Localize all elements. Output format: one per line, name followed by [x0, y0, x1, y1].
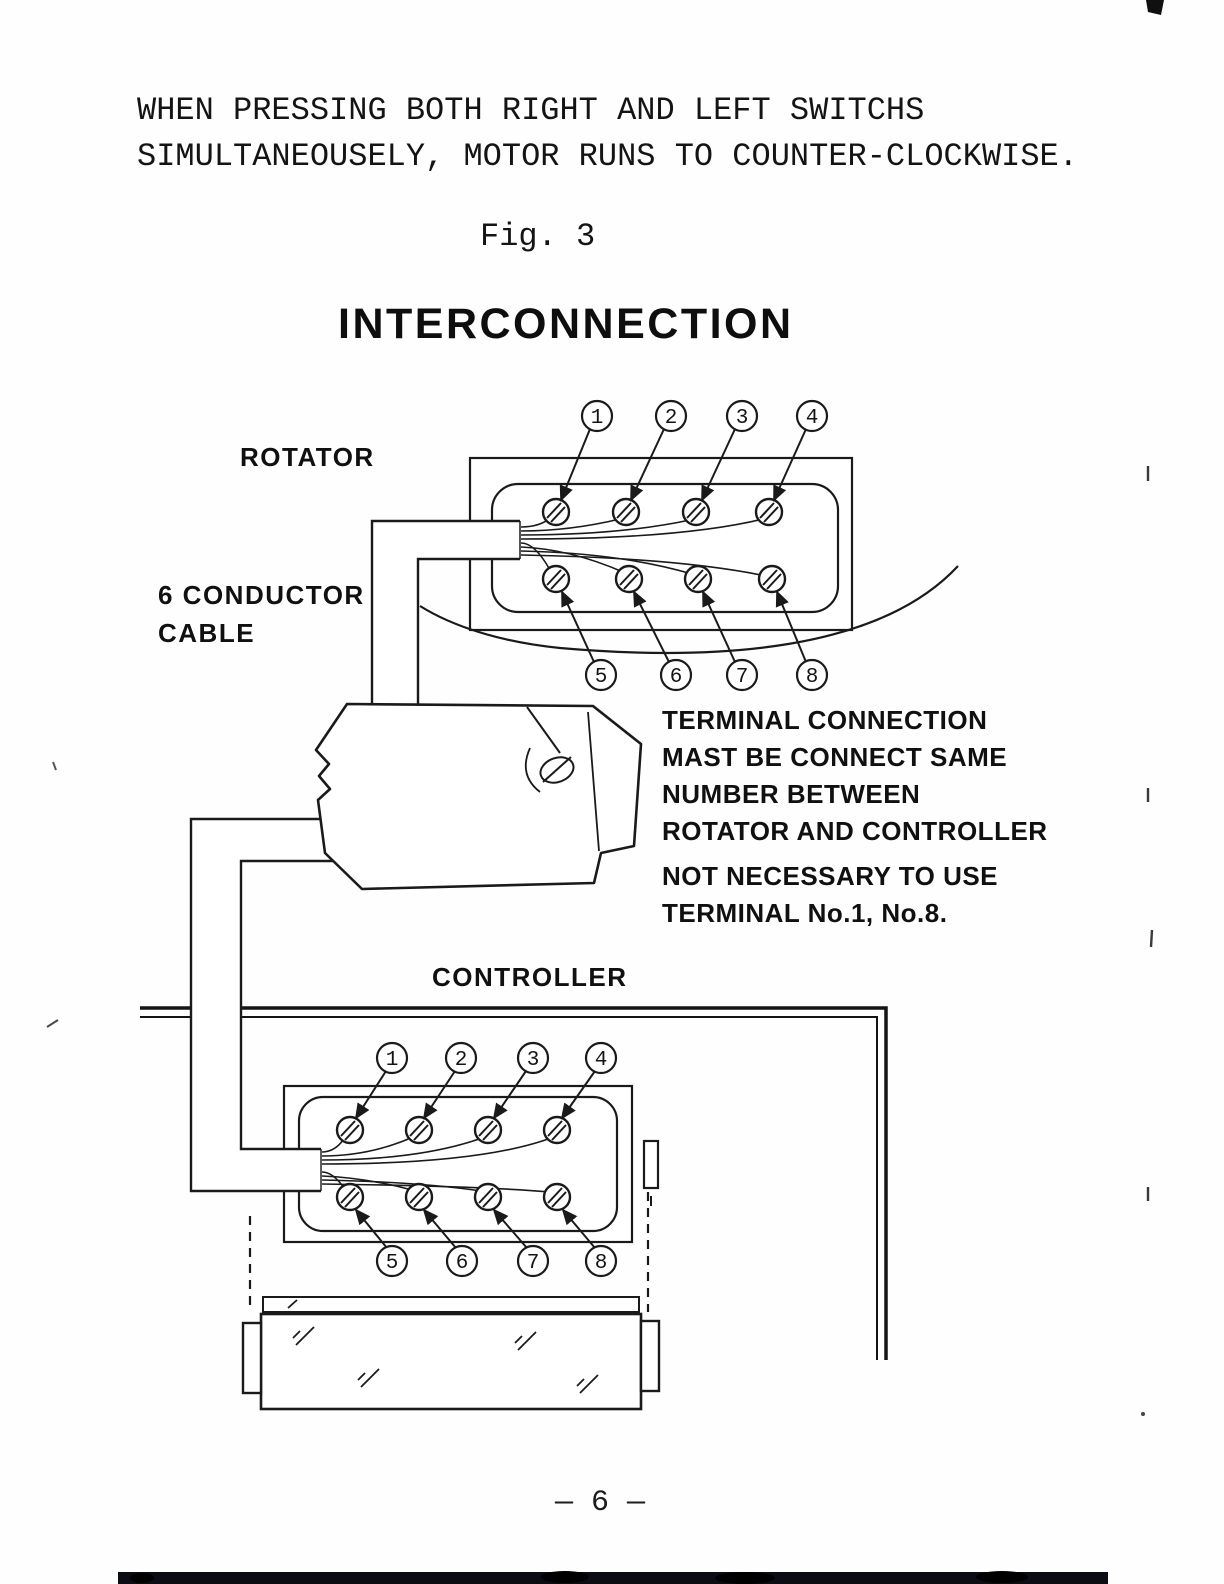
header-line-1: WHEN PRESSING BOTH RIGHT AND LEFT SWITCH…: [137, 92, 925, 129]
terminal-number-label: 3: [527, 1049, 540, 1072]
terminal-screw: [542, 1115, 572, 1145]
terminal-number: 5: [375, 1244, 409, 1278]
note-terminal-connection: TERMINAL CONNECTION MAST BE CONNECT SAME…: [662, 702, 1048, 850]
terminal-screw: [611, 497, 641, 527]
rotator-cable: [370, 519, 521, 706]
terminal-number-label: 4: [806, 407, 819, 430]
terminal-number-label: 2: [665, 407, 678, 430]
terminal-screw: [404, 1115, 434, 1145]
rotator-label: ROTATOR: [240, 442, 375, 472]
terminal-number-label: 3: [736, 407, 749, 430]
controller-label: CONTROLLER: [432, 962, 628, 992]
terminal-number: 4: [584, 1041, 618, 1075]
terminal-number: 6: [445, 1244, 479, 1278]
terminal-screw: [473, 1115, 503, 1145]
rotator-terminal-numbers: 1 2 3 4 5 6 7: [580, 399, 829, 692]
terminal-screw: [473, 1182, 503, 1212]
controller-wires: [321, 1135, 552, 1193]
note-line: MAST BE CONNECT SAME: [662, 742, 1008, 772]
terminal-number: 7: [725, 658, 759, 692]
terminal-number: 2: [654, 399, 688, 433]
header-paragraph: WHEN PRESSING BOTH RIGHT AND LEFT SWITCH…: [137, 88, 1078, 180]
scan-artifacts: [46, 0, 1164, 1584]
terminal-number-label: 8: [806, 666, 819, 689]
terminal-number-label: 2: [455, 1049, 468, 1072]
terminal-number-label: 4: [595, 1049, 608, 1072]
terminal-number: 1: [580, 399, 614, 433]
terminal-number-label: 6: [670, 666, 683, 689]
page-title: INTERCONNECTION: [338, 300, 794, 348]
cable-connector: [314, 702, 643, 891]
cable-label-line-2: CABLE: [158, 618, 256, 648]
terminal-number: 7: [516, 1244, 550, 1278]
page-number: — 6 —: [554, 1486, 645, 1520]
terminal-number: 8: [795, 658, 829, 692]
terminal-screw: [335, 1182, 365, 1212]
cable-label: 6 CONDUCTOR CABLE: [158, 576, 365, 652]
terminal-number: 2: [444, 1041, 478, 1075]
terminal-screw: [542, 1182, 572, 1212]
controller-chassis-outline: [140, 1006, 888, 1360]
note-unused-terminals: NOT NECESSARY TO USE TERMINAL No.1, No.8…: [662, 858, 998, 932]
terminal-number-label: 7: [736, 666, 749, 689]
note-line: ROTATOR AND CONTROLLER: [662, 816, 1048, 846]
note-line: NUMBER BETWEEN: [662, 779, 921, 809]
note-line: NOT NECESSARY TO USE: [662, 861, 999, 891]
terminal-number-label: 8: [595, 1252, 608, 1275]
terminal-number-label: 1: [591, 407, 604, 430]
terminal-number: 5: [584, 658, 618, 692]
terminal-screw: [614, 564, 644, 594]
terminal-number-label: 7: [527, 1252, 540, 1275]
terminal-number: 8: [584, 1244, 618, 1278]
terminal-number: 3: [516, 1041, 550, 1075]
header-line-2: SIMULTANEOUSELY, MOTOR RUNS TO COUNTER-C…: [137, 138, 1078, 175]
terminal-screw: [541, 497, 571, 527]
cable-label-line-1: 6 CONDUCTOR: [158, 580, 365, 610]
terminal-number-label: 5: [386, 1252, 399, 1275]
rotator-wires: [520, 516, 767, 577]
note-line: TERMINAL CONNECTION: [662, 705, 988, 735]
terminal-number: 3: [725, 399, 759, 433]
controller-cable: [189, 817, 345, 1193]
terminal-screw: [683, 564, 713, 594]
terminal-number: 1: [375, 1041, 409, 1075]
controller-side-socket: [642, 1139, 660, 1206]
terminal-screw: [754, 497, 784, 527]
terminal-screw: [757, 564, 787, 594]
terminal-number-label: 1: [386, 1049, 399, 1072]
rotator-leader-lines: [559, 428, 807, 663]
terminal-number-label: 6: [456, 1252, 469, 1275]
terminal-number: 6: [659, 658, 693, 692]
figure-caption: Fig. 3: [480, 218, 596, 255]
motor-unit: [241, 1192, 661, 1411]
terminal-number-label: 5: [595, 666, 608, 689]
controller-leader-lines: [354, 1070, 596, 1249]
hatch-marks: [287, 1299, 599, 1394]
terminal-screw: [681, 497, 711, 527]
rotator-mount-curve: [419, 565, 959, 655]
terminal-number: 4: [795, 399, 829, 433]
terminal-screw: [404, 1182, 434, 1212]
terminal-screw: [541, 564, 571, 594]
note-line: TERMINAL No.1, No.8.: [662, 898, 948, 928]
connector-screw-icon: [539, 756, 575, 784]
terminal-screw: [335, 1115, 365, 1145]
controller-terminal-numbers: 1 2 3 4 5 6 7: [375, 1041, 618, 1278]
